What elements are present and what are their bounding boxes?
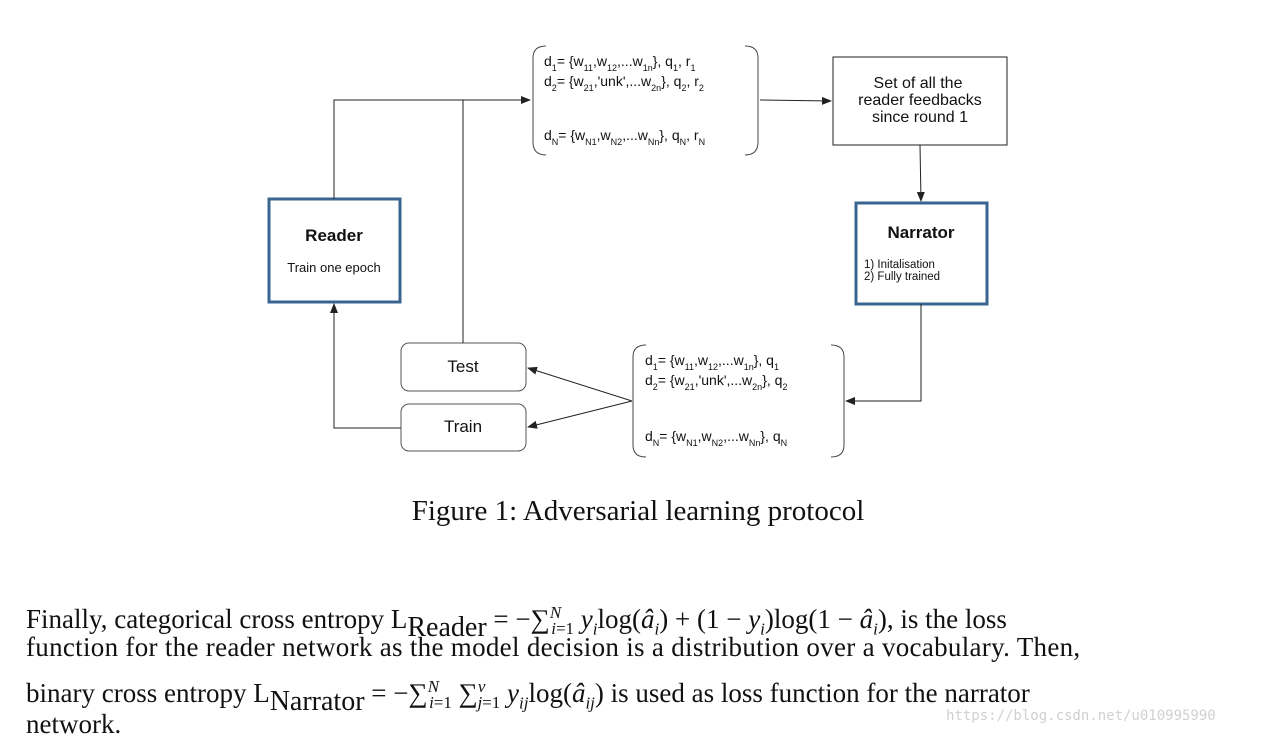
line1-pre: Finally, categorical cross entropy L xyxy=(26,604,408,634)
narrator-item-1: 1) Initalisation xyxy=(864,259,935,271)
line2-text: function for the reader network as the m… xyxy=(26,632,1081,662)
edge-narrator-to-bottom-data xyxy=(845,304,922,405)
test-label: Test xyxy=(447,357,478,376)
feedback-line-2: reader feedbacks xyxy=(858,92,982,109)
test-node: Test xyxy=(400,342,527,392)
paragraph-line-4: network. xyxy=(26,708,1252,740)
paragraph-line-3: binary cross entropy LNarrator = −∑Ni=1 … xyxy=(26,671,1252,719)
edge-feedback-to-narrator xyxy=(916,144,925,202)
connectors xyxy=(330,96,925,429)
edge-reader-to-top-data xyxy=(333,96,531,199)
line1-post: , is the loss xyxy=(886,604,1007,634)
bottom-data-set: d1= {w11,w12,...w1n}, q1 d2= {w21,'unk',… xyxy=(632,344,845,458)
watermark-url: https://blog.csdn.net/u010995990 xyxy=(946,708,1216,724)
line1-math: = −∑Ni=1 yilog(âi) + (1 − yi)log(1 − âi) xyxy=(486,603,887,639)
feedback-line-3: since round 1 xyxy=(872,109,968,126)
reader-title: Reader xyxy=(305,226,363,245)
feedback-set-node: Set of all the reader feedbacks since ro… xyxy=(832,56,1008,146)
reader-node: Reader Train one epoch xyxy=(267,197,402,304)
top-dN: dN= {wN1,wN2,...wNn}, qN, rN xyxy=(544,127,705,147)
edge-train-to-reader xyxy=(330,303,401,429)
narrator-title: Narrator xyxy=(887,223,954,242)
top-d2: d2= {w21,'unk',...w2n}, q2, r2 xyxy=(544,73,704,93)
reader-subtitle: Train one epoch xyxy=(287,260,380,275)
line3-math: = −∑Ni=1 ∑vj=1 yijlog(âij) xyxy=(364,677,604,713)
edge-top-data-to-feedback xyxy=(759,96,832,105)
line3-post: is used as loss function for the narrato… xyxy=(603,678,1030,708)
bottom-dN: dN= {wN1,wN2,...wNn}, qN xyxy=(645,428,787,448)
narrator-node: Narrator 1) Initalisation 2) Fully train… xyxy=(854,201,989,306)
bottom-d2: d2= {w21,'unk',...w2n}, q2 xyxy=(645,372,787,392)
train-label: Train xyxy=(444,417,482,436)
top-data-set: d1= {w11,w12,...w1n}, q1, r1 d2= {w21,'u… xyxy=(532,45,759,156)
edge-bottom-data-to-test xyxy=(527,366,633,402)
top-d1: d1= {w11,w12,...w1n}, q1, r1 xyxy=(544,53,695,73)
figure-caption: Figure 1: Adversarial learning protocol xyxy=(412,495,865,527)
line4-text: network. xyxy=(26,709,122,739)
line1-sub: Reader xyxy=(407,612,487,643)
edge-bottom-data-to-train xyxy=(527,400,633,429)
paragraph-line-2: function for the reader network as the m… xyxy=(26,631,1252,663)
feedback-line-1: Set of all the xyxy=(874,75,963,92)
paragraph-line-1: Finally, categorical cross entropy LRead… xyxy=(26,597,1252,645)
narrator-item-2: 2) Fully trained xyxy=(864,271,940,283)
bottom-d1: d1= {w11,w12,...w1n}, q1 xyxy=(645,352,779,372)
train-node: Train xyxy=(400,403,527,452)
line3-sub: Narrator xyxy=(269,686,365,717)
line3-pre: binary cross entropy L xyxy=(26,678,270,708)
